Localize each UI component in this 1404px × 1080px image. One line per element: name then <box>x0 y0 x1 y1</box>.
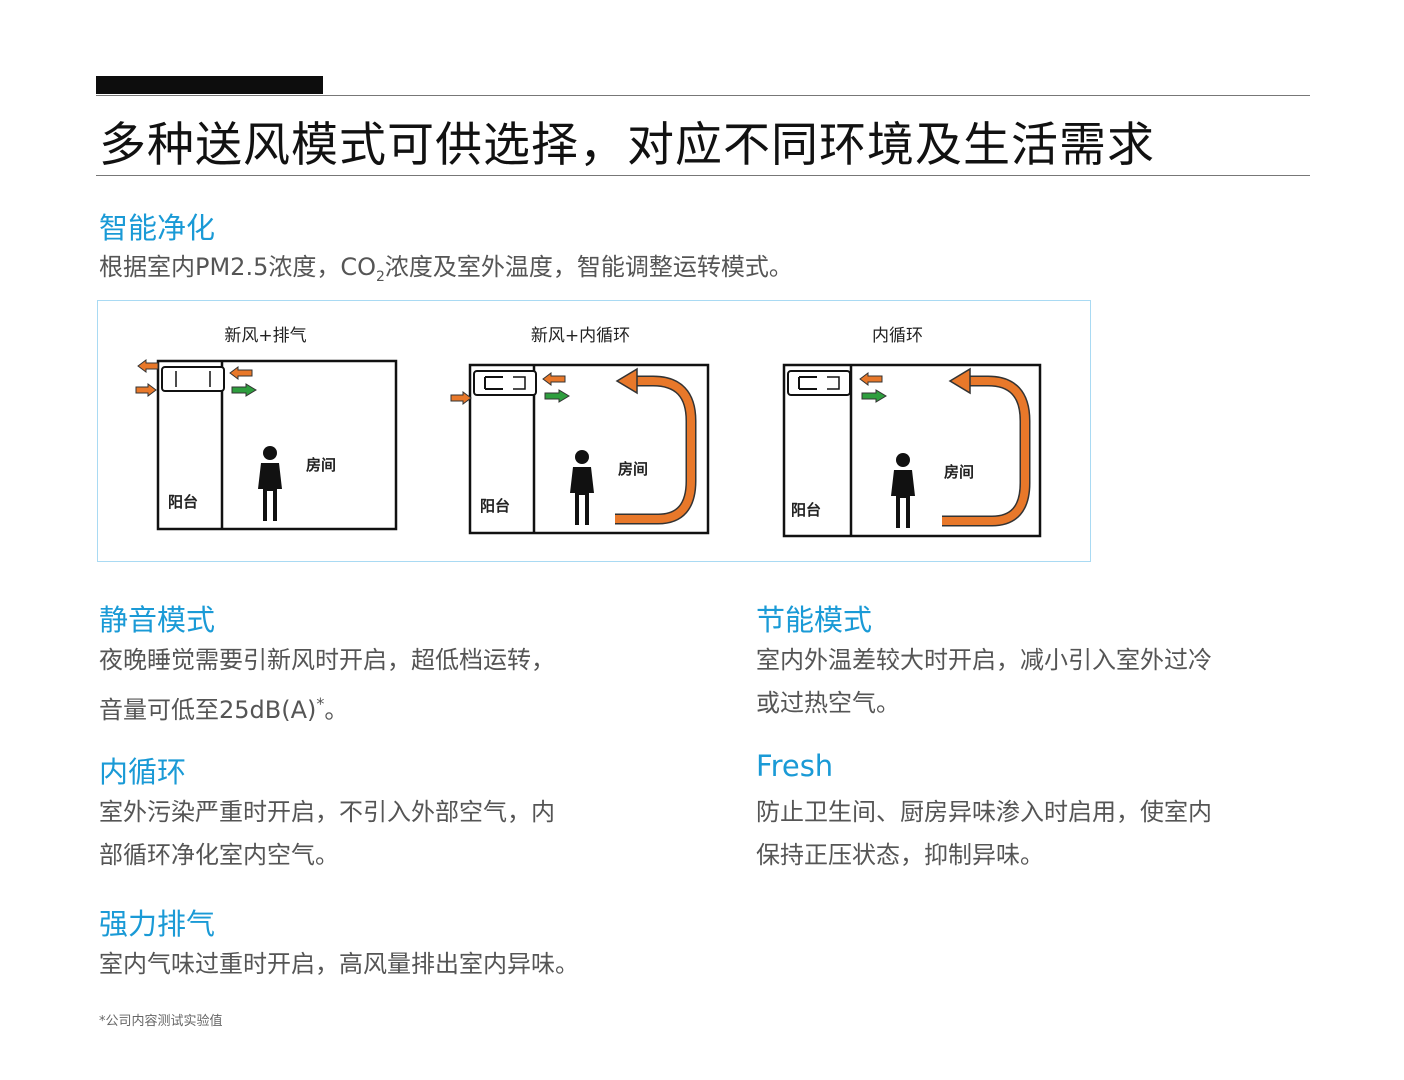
quiet-mode-description: 夜晚睡觉需要引新风时开启，超低档运转，音量可低至25dB(A)*。 <box>99 646 555 724</box>
page-title: 多种送风模式可供选择，对应不同环境及生活需求 <box>99 118 1155 173</box>
diagram-fresh-exhaust: 新风+排气 房间 阳台 <box>128 321 403 536</box>
recirculation-description: 室外污染严重时开启，不引入外部空气，内部循环净化室内空气。 <box>99 798 555 869</box>
diagram-fresh-recirculation-graphic <box>450 363 710 535</box>
top-accent-bar <box>96 76 323 94</box>
footnote: *公司内容测试实验值 <box>99 1014 223 1029</box>
diagram-recirculation: 内循环 房间 阳台 <box>760 321 1042 538</box>
fresh-description: 防止卫生间、厨房异味渗入时启用，使室内保持正压状态，抑制异味。 <box>756 798 1212 869</box>
title-rule <box>96 175 1310 176</box>
exhaust-description: 室内气味过重时开启，高风量排出室内异味。 <box>99 950 579 978</box>
fresh-heading: Fresh <box>756 749 834 783</box>
smart-heading: 智能净化 <box>99 211 216 245</box>
room-label: 房间 <box>618 460 649 478</box>
smart-description: 根据室内PM2.5浓度，CO2浓度及室外温度，智能调整运转模式。 <box>99 253 793 285</box>
quiet-mode-heading: 静音模式 <box>99 603 216 637</box>
diagram-title: 新风+排气 <box>224 326 307 346</box>
top-rule <box>96 95 1310 96</box>
eco-mode-description: 室内外温差较大时开启，减小引入室外过冷或过热空气。 <box>756 646 1212 717</box>
room-label: 房间 <box>944 463 975 481</box>
mode-diagram-box: 新风+排气 房间 阳台 新风+内循环 <box>97 300 1091 562</box>
balcony-label: 阳台 <box>791 501 822 519</box>
diagram-recirculation-graphic <box>782 363 1042 538</box>
balcony-label: 阳台 <box>480 497 511 515</box>
recirculation-heading: 内循环 <box>99 755 187 789</box>
diagram-title: 新风+内循环 <box>530 326 631 346</box>
room-label: 房间 <box>306 456 337 474</box>
eco-mode-heading: 节能模式 <box>756 603 873 637</box>
balcony-label: 阳台 <box>168 493 199 511</box>
diagram-title: 内循环 <box>872 326 923 346</box>
diagram-fresh-exhaust-graphic <box>135 359 398 531</box>
diagram-fresh-recirculation: 新风+内循环 房间 阳台 <box>443 321 718 536</box>
exhaust-heading: 强力排气 <box>99 907 216 941</box>
